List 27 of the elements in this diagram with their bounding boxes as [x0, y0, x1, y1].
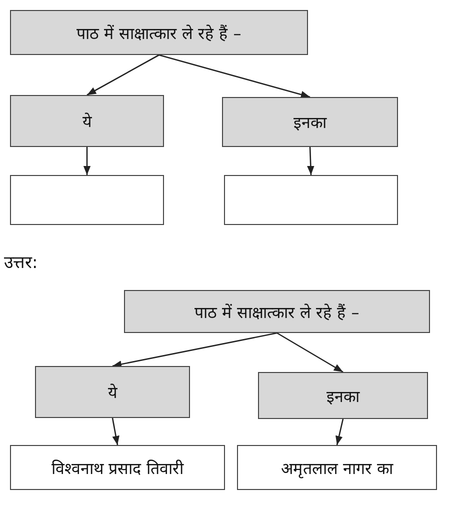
answer-box	[10, 445, 225, 490]
arrow	[86, 54, 160, 96]
heading-box	[124, 290, 430, 333]
answer-box	[237, 445, 437, 490]
heading-box	[10, 95, 164, 147]
arrow	[112, 418, 120, 446]
answer-label: उत्तर:	[4, 252, 38, 273]
box-text: ये	[82, 111, 92, 132]
arrow	[307, 146, 314, 176]
box-text: विश्वनाथ प्रसाद तिवारी	[51, 458, 184, 478]
box-text: पाठ में साक्षात्कार ले रहे हैं –	[194, 302, 360, 322]
heading-box	[35, 366, 190, 418]
arrow	[276, 332, 344, 373]
box-text: इनका	[326, 386, 360, 406]
arrow	[112, 332, 278, 368]
empty-box	[224, 175, 398, 225]
box-text: इनका	[294, 112, 326, 133]
box-text: अमृतलाल नागर का	[280, 458, 394, 478]
arrow	[158, 54, 310, 98]
empty-box	[10, 175, 164, 225]
heading-box	[222, 97, 398, 147]
arrow	[83, 147, 91, 175]
arrow	[336, 418, 344, 446]
box-text: पाठ में साक्षात्कार ले रहे हैं –	[76, 22, 242, 44]
heading-box	[10, 10, 308, 55]
box-text: ये	[108, 382, 117, 403]
heading-box	[258, 372, 428, 419]
